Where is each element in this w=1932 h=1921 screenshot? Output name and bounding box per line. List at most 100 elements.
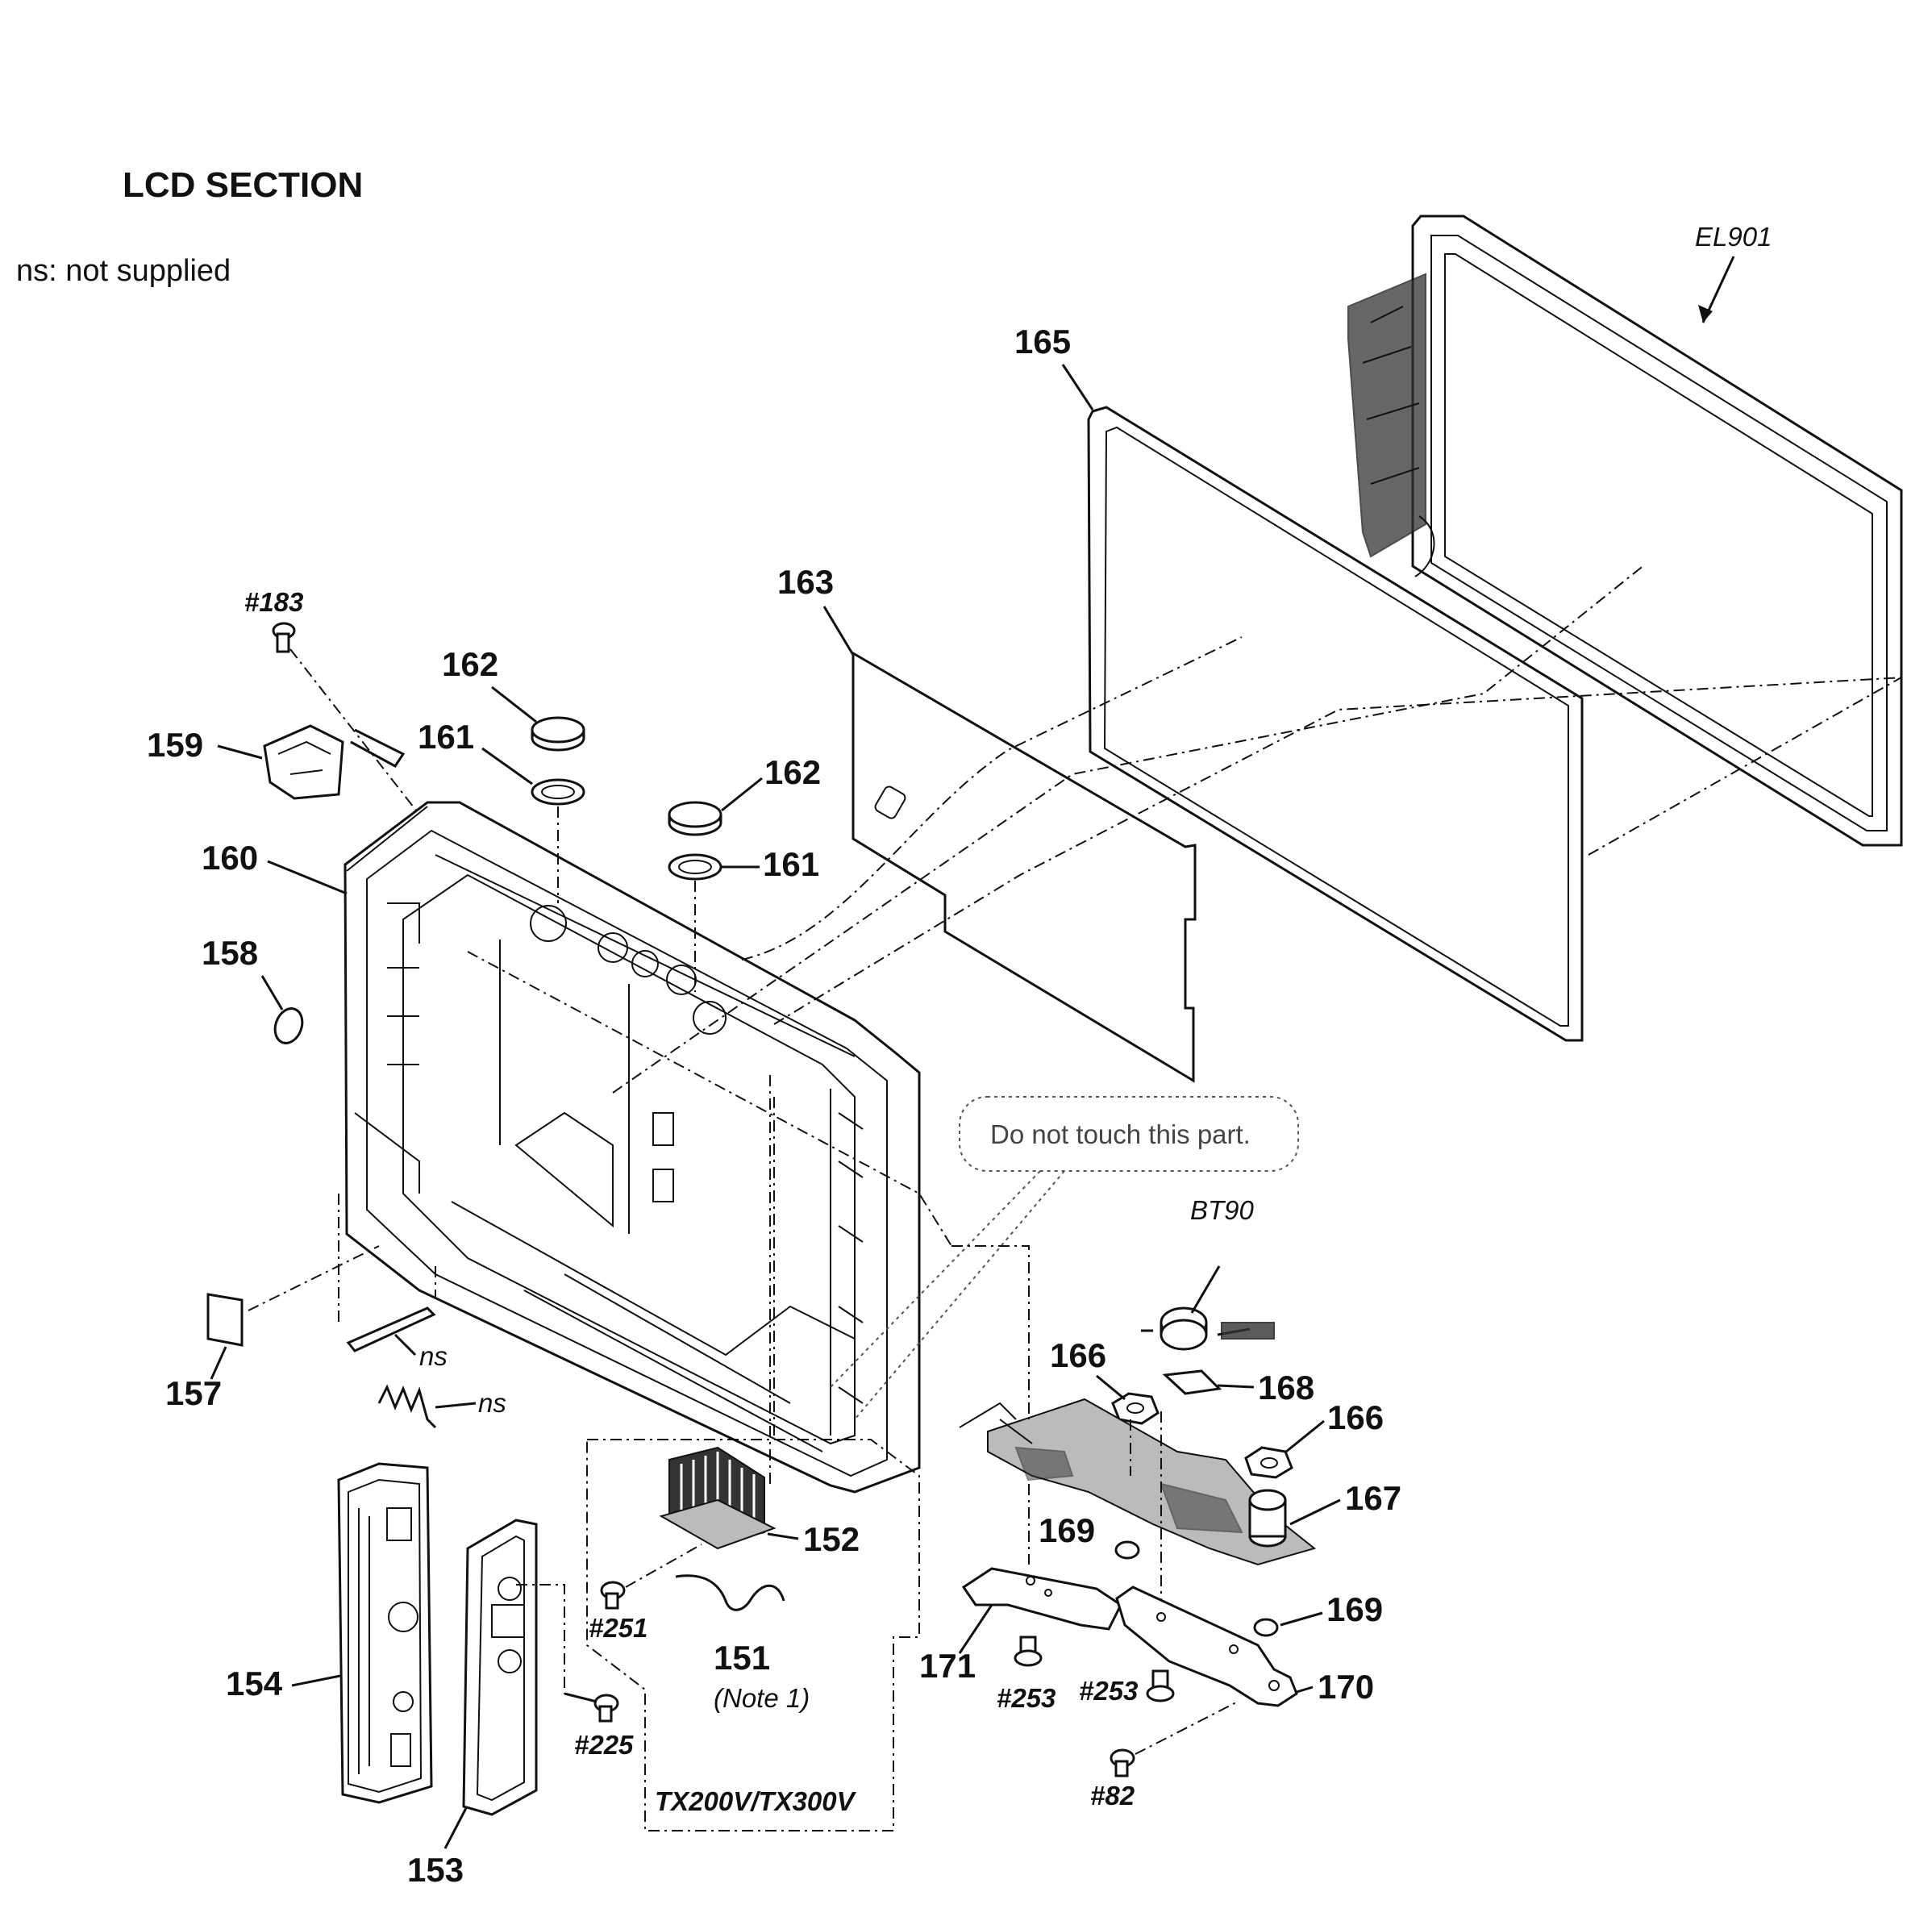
label-162-upper: 162	[442, 645, 498, 683]
leader-166-left	[1096, 1374, 1126, 1401]
guide-lcd-right	[773, 677, 1904, 1025]
label-151-note: (Note 1)	[714, 1683, 810, 1713]
label-163: 163	[777, 563, 834, 601]
label-screw-225: #225	[574, 1730, 634, 1760]
sheet-168	[1162, 1369, 1222, 1395]
leader-162-lower	[721, 777, 763, 812]
washer-169-upper	[1114, 1540, 1140, 1560]
guide-board-top	[951, 1245, 1030, 1419]
label-166-right: 166	[1327, 1398, 1384, 1436]
leader-160	[267, 860, 348, 895]
label-152: 152	[803, 1520, 860, 1558]
label-el901: EL901	[1695, 222, 1772, 252]
label-166-left: 166	[1050, 1336, 1106, 1374]
leader-165	[1061, 364, 1094, 410]
cap-162-upper	[531, 716, 585, 752]
side-panel-154	[337, 1462, 433, 1804]
lcd-panel-el901	[1347, 215, 1903, 847]
label-151: 151	[714, 1639, 770, 1677]
screw-225-icon	[593, 1694, 619, 1723]
leader-ns-1	[393, 1333, 417, 1356]
leader-167	[1289, 1498, 1341, 1526]
leader-153	[443, 1807, 468, 1849]
label-screw-253-right: #253	[1079, 1676, 1138, 1706]
label-screw-251: #251	[589, 1613, 647, 1643]
screw-251-icon	[600, 1581, 626, 1610]
leader-152	[767, 1532, 799, 1540]
leader-159	[217, 744, 263, 760]
circuit-board	[959, 1398, 1317, 1566]
battery-bt90	[1141, 1306, 1275, 1351]
label-161-lower: 161	[763, 845, 819, 883]
label-154: 154	[226, 1665, 283, 1702]
label-168: 168	[1258, 1369, 1314, 1406]
arrowhead-icon	[1698, 305, 1713, 323]
screw-253-right-icon	[1146, 1669, 1175, 1702]
label-158: 158	[202, 934, 258, 972]
ring-161-upper	[531, 778, 585, 806]
label-bt90: BT90	[1190, 1195, 1255, 1225]
ring-161-lower	[668, 853, 722, 881]
label-ns-1: ns	[419, 1341, 448, 1371]
leader-168	[1217, 1384, 1255, 1389]
screw-82-icon	[1110, 1748, 1135, 1777]
leader-170	[1296, 1686, 1314, 1694]
bracket-171	[961, 1567, 1122, 1631]
label-171: 171	[919, 1647, 976, 1685]
plate-170	[1115, 1586, 1298, 1707]
label-159: 159	[147, 726, 203, 764]
guide-rod	[338, 1194, 436, 1323]
label-167: 167	[1345, 1479, 1401, 1517]
legend-note: ns: not supplied	[16, 254, 231, 288]
label-ns-2: ns	[478, 1388, 506, 1418]
washer-169-lower	[1253, 1618, 1279, 1637]
label-162-lower: 162	[764, 753, 821, 791]
guide-82	[1135, 1701, 1239, 1755]
frame-160	[344, 801, 921, 1494]
label-165: 165	[1014, 323, 1071, 360]
model-group-label: TX200V/TX300V	[655, 1786, 857, 1816]
cable-151	[675, 1574, 785, 1611]
leader-163	[822, 606, 855, 656]
guide-frame-board	[467, 951, 952, 1247]
heatsink-152	[659, 1446, 777, 1550]
leader-225	[564, 1692, 598, 1703]
label-169-lower: 169	[1326, 1590, 1383, 1628]
guide-lcd-mid	[612, 564, 1646, 1094]
label-153: 153	[407, 1851, 464, 1889]
caution-pointer	[830, 1170, 1065, 1420]
leader-161-upper	[481, 747, 533, 785]
caution-text: Do not touch this part.	[990, 1119, 1251, 1149]
guide-225	[516, 1584, 565, 1694]
leader-154	[291, 1674, 341, 1687]
label-157: 157	[165, 1374, 222, 1412]
guide-157	[248, 1245, 380, 1311]
guide-183	[289, 648, 420, 815]
leader-169-lower	[1280, 1611, 1323, 1627]
hinge-159	[263, 724, 406, 800]
leader-162-upper	[491, 685, 537, 723]
guide-board	[1028, 1411, 1162, 1605]
frame-165	[1087, 406, 1584, 1042]
guide-lcd-lower	[1588, 677, 1902, 856]
label-169-upper: 169	[1039, 1511, 1095, 1549]
label-160: 160	[202, 839, 258, 877]
section-title: LCD SECTION	[123, 165, 363, 205]
spring-ns-icon	[377, 1384, 437, 1429]
label-170: 170	[1318, 1668, 1374, 1706]
leader-158	[260, 975, 284, 1011]
label-161-upper: 161	[418, 718, 474, 756]
nut-166-right	[1244, 1446, 1293, 1479]
sheet-163	[851, 651, 1197, 1083]
leader-157	[210, 1346, 227, 1380]
screw-183-icon	[272, 622, 296, 653]
cover-153	[462, 1519, 538, 1816]
leader-166-right	[1285, 1419, 1325, 1453]
pad-157	[206, 1293, 244, 1347]
oring-158	[273, 1007, 304, 1044]
guide-lcd-upper	[741, 636, 1243, 960]
label-screw-82: #82	[1090, 1781, 1135, 1811]
shaft-167	[1248, 1489, 1287, 1548]
model-group-box	[586, 1439, 920, 1831]
